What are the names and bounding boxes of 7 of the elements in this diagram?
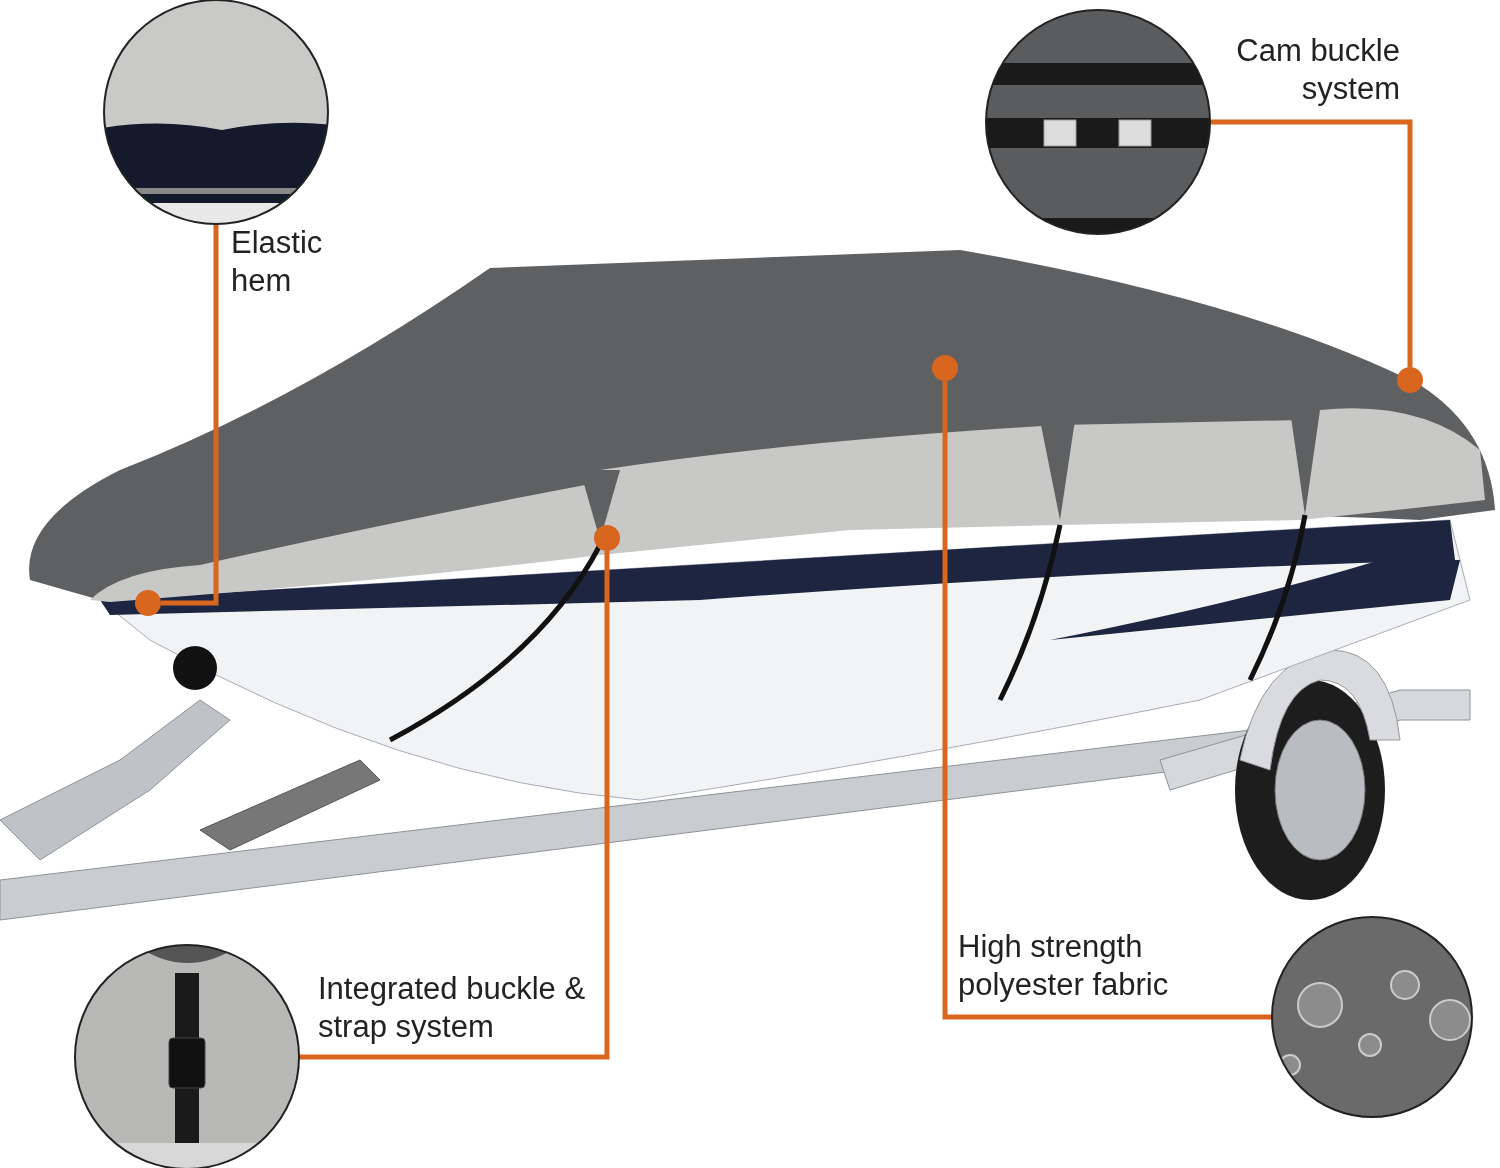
leader-line bbox=[299, 551, 610, 1060]
callout-label: Cam buckle system bbox=[1235, 32, 1400, 108]
leader-line bbox=[1210, 119, 1413, 367]
callout-label: Elastic hem bbox=[231, 224, 324, 300]
callout-label: Integrated buckle & strap system bbox=[318, 970, 587, 1046]
leader-line bbox=[942, 381, 1272, 1020]
callout-label: High strength polyester fabric bbox=[958, 928, 1170, 1004]
